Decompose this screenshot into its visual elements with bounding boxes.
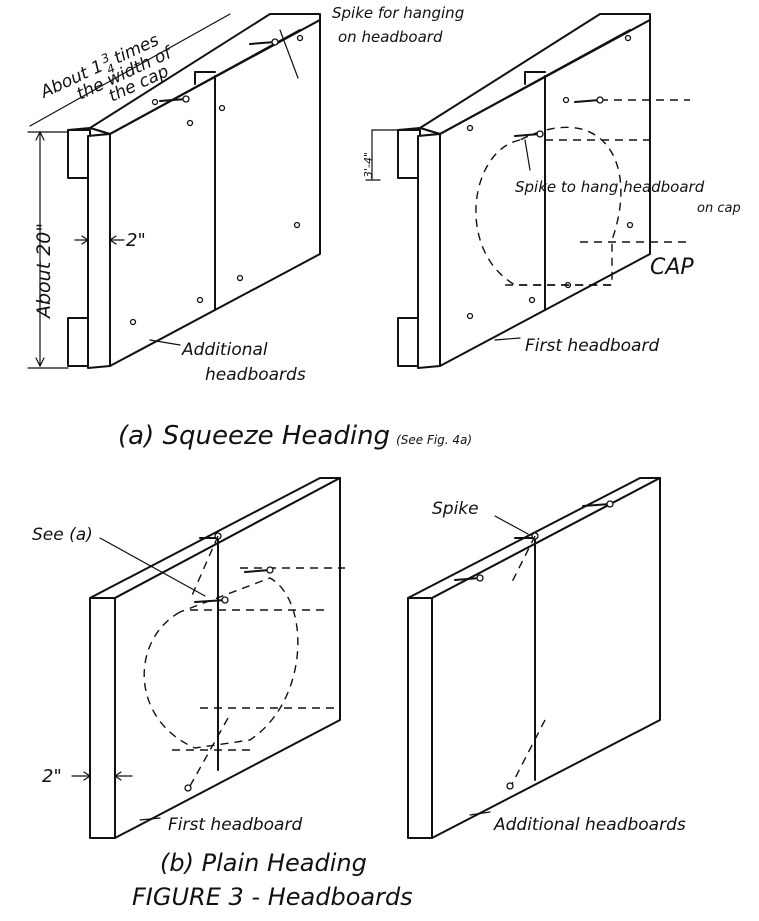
label-offset: 3'-4" <box>362 152 375 178</box>
label-first-b: First headboard <box>168 815 302 835</box>
label-spike-b: Spike <box>432 499 479 519</box>
label-spike-hanging-1: Spike for hanging <box>332 4 464 22</box>
squeeze-labels: About 134times the width of the cap Spik… <box>33 4 741 451</box>
label-thickness-b: 2" <box>42 766 62 787</box>
label-spike-cap-1: Spike to hang headboard <box>515 178 705 196</box>
caption-squeeze: (a) Squeeze Heading(See Fig. 4a) <box>118 421 472 451</box>
plain-left-headboard <box>71 477 345 839</box>
label-height: About 20" <box>33 223 55 320</box>
squeeze-right-headboard <box>365 13 690 369</box>
caption-plain: (b) Plain Heading <box>160 849 367 877</box>
squeeze-dimensions <box>27 13 299 369</box>
label-additional-2: headboards <box>205 365 306 385</box>
label-spike-hanging-2: on headboard <box>338 28 443 46</box>
label-thickness-a: 2" <box>126 230 146 251</box>
label-additional-1: Additional <box>181 340 268 360</box>
squeeze-left-headboards <box>67 13 321 369</box>
figure-title: FIGURE 3 - Headboards <box>132 883 413 911</box>
label-spike-cap-2: on cap <box>697 201 741 216</box>
label-cap: CAP <box>650 255 694 280</box>
plain-labels: See (a) Spike 2" First headboard Additio… <box>32 499 686 877</box>
label-additional-b: Additional headboards <box>493 815 686 835</box>
label-first-a: First headboard <box>525 336 659 356</box>
plain-right-headboards <box>407 477 661 839</box>
label-see-a: See (a) <box>32 525 93 545</box>
